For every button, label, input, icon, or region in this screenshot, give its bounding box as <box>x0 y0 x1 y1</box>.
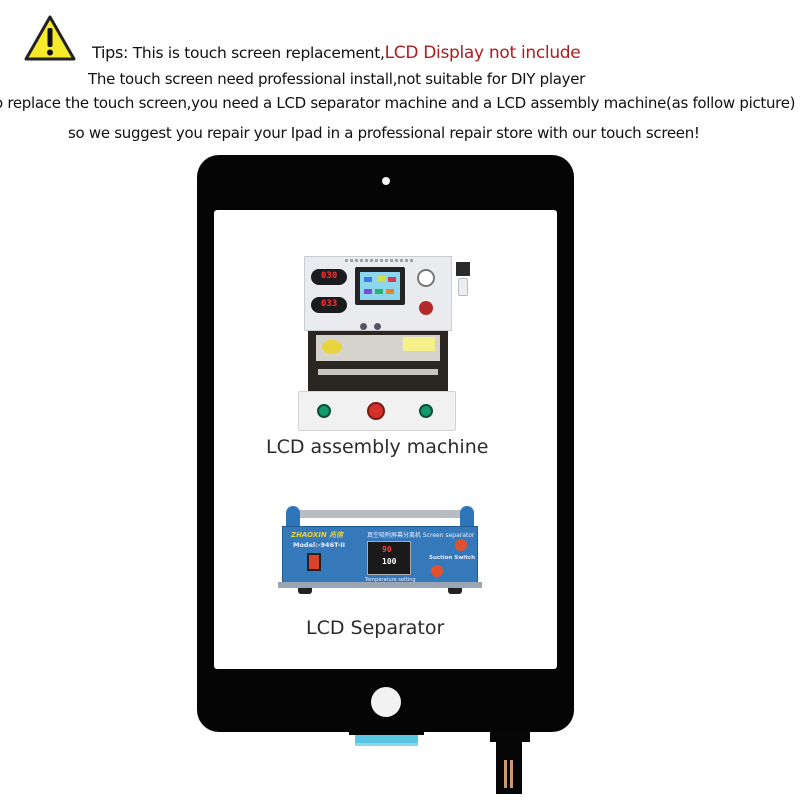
connector-stripe <box>510 760 513 788</box>
tips-label: Tips: <box>92 43 129 62</box>
machine-base <box>298 391 456 431</box>
model-label: Model:-946T-II <box>293 541 346 549</box>
machine-touch-screen <box>355 267 405 305</box>
temperature-controller: 90 100 <box>367 541 411 575</box>
warning-triangle-icon <box>24 15 76 61</box>
connector-stripe <box>504 760 507 788</box>
separator-body: ZHAOXIN 兆信 Model:-946T-II 真空吸附屏幕分离机 Scre… <box>282 526 478 584</box>
power-switch <box>307 553 321 571</box>
machine-control-panel: 030 033 <box>304 256 452 349</box>
lcd-separator-image: ZHAOXIN 兆信 Model:-946T-II 真空吸附屏幕分离机 Scre… <box>278 506 482 598</box>
lcd-assembly-machine-image: 030 033 <box>298 256 474 431</box>
red-knob <box>419 301 433 315</box>
separator-header: 真空吸附屏幕分离机 Screen separator <box>367 532 475 539</box>
flex-cable-tail <box>490 730 530 794</box>
home-button <box>371 687 401 717</box>
lcd-not-included-warning: LCD Display not include <box>384 43 581 63</box>
air-valve <box>456 262 470 302</box>
suction-knob <box>455 539 467 551</box>
camera-hole <box>382 177 390 185</box>
tips-line-4: so we suggest you repair your Ipad in a … <box>68 124 700 142</box>
digital-display: 030 <box>311 269 347 285</box>
green-button <box>419 404 433 418</box>
assembly-machine-caption: LCD assembly machine <box>266 436 489 458</box>
tips-line-3: o replace the touch screen,you need a LC… <box>0 94 796 112</box>
suction-knob <box>431 565 443 577</box>
flex-cable-tab <box>349 731 424 746</box>
brand-label: ZHAOXIN 兆信 <box>291 531 344 539</box>
tips-line-1: Tips: This is touch screen replacement,L… <box>92 43 581 63</box>
emergency-stop-button <box>367 402 385 420</box>
tips-line-2: The touch screen need professional insta… <box>88 70 585 88</box>
digital-display: 033 <box>311 297 347 313</box>
separator-caption: LCD Separator <box>306 617 445 639</box>
green-button <box>317 404 331 418</box>
pressure-gauge-icon <box>417 269 435 287</box>
tips-text: This is touch screen replacement, <box>128 44 385 62</box>
machine-press-chamber <box>308 331 448 391</box>
